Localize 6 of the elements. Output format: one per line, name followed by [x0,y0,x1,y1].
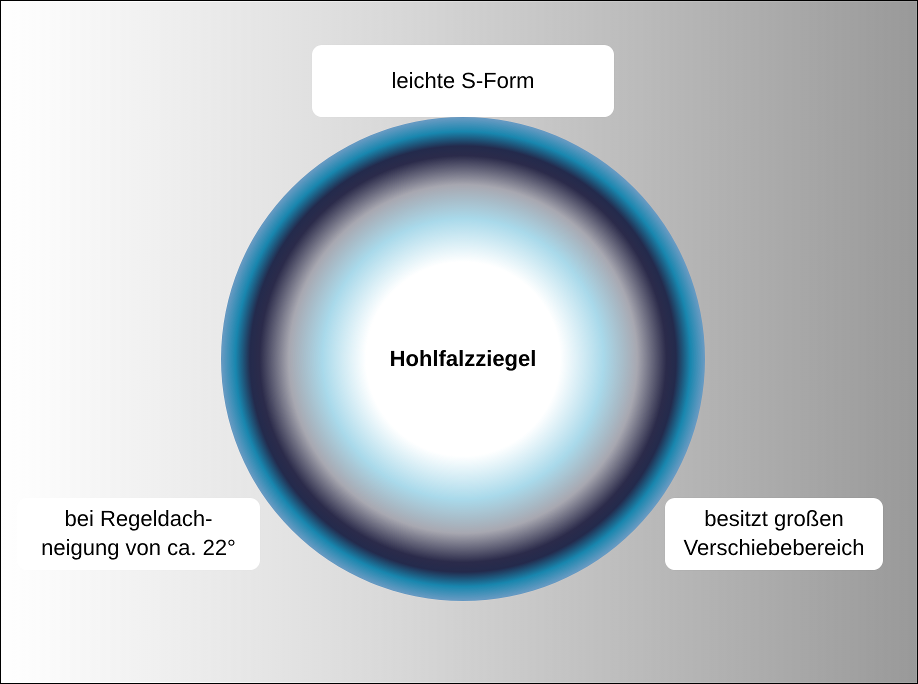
center-title: Hohlfalzziegel [390,344,536,373]
note-card [312,45,614,117]
note-text: besitzt großen Verschiebebereich [682,505,866,562]
note-text: leichte S-Form [391,66,535,95]
note-card [665,498,883,570]
note-text: bei Regeldach-neigung von ca. 22° [40,505,237,562]
